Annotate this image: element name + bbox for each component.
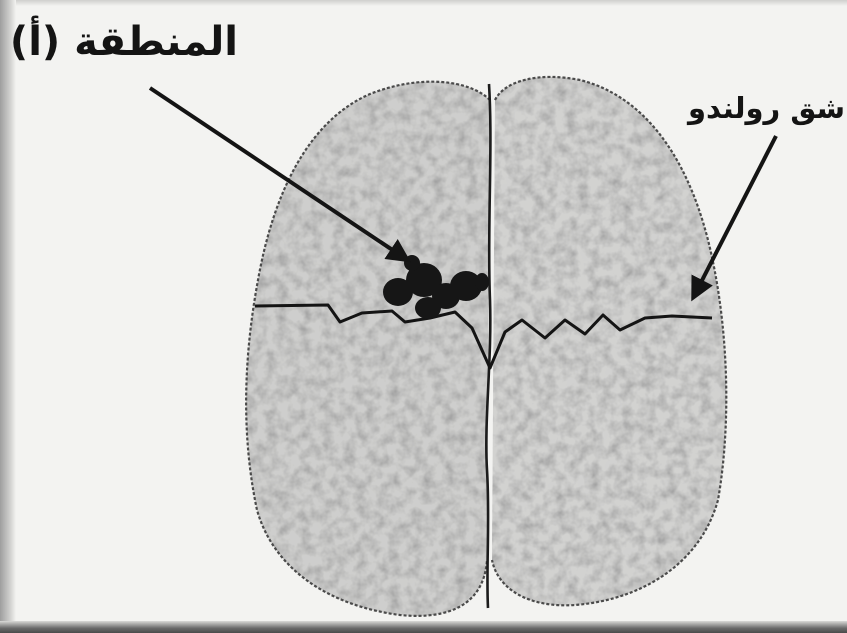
left-hemisphere [246,82,490,616]
rolando-fissure-label: شق رولندو [685,94,845,123]
right-hemisphere [492,77,726,605]
rolando-fissure-arrow [694,136,776,296]
region-a-blob [415,297,441,319]
region-a-blob [475,273,489,291]
scan-bottom-edge [0,621,847,633]
region-a-label: المنطقة (أ) [18,22,238,62]
